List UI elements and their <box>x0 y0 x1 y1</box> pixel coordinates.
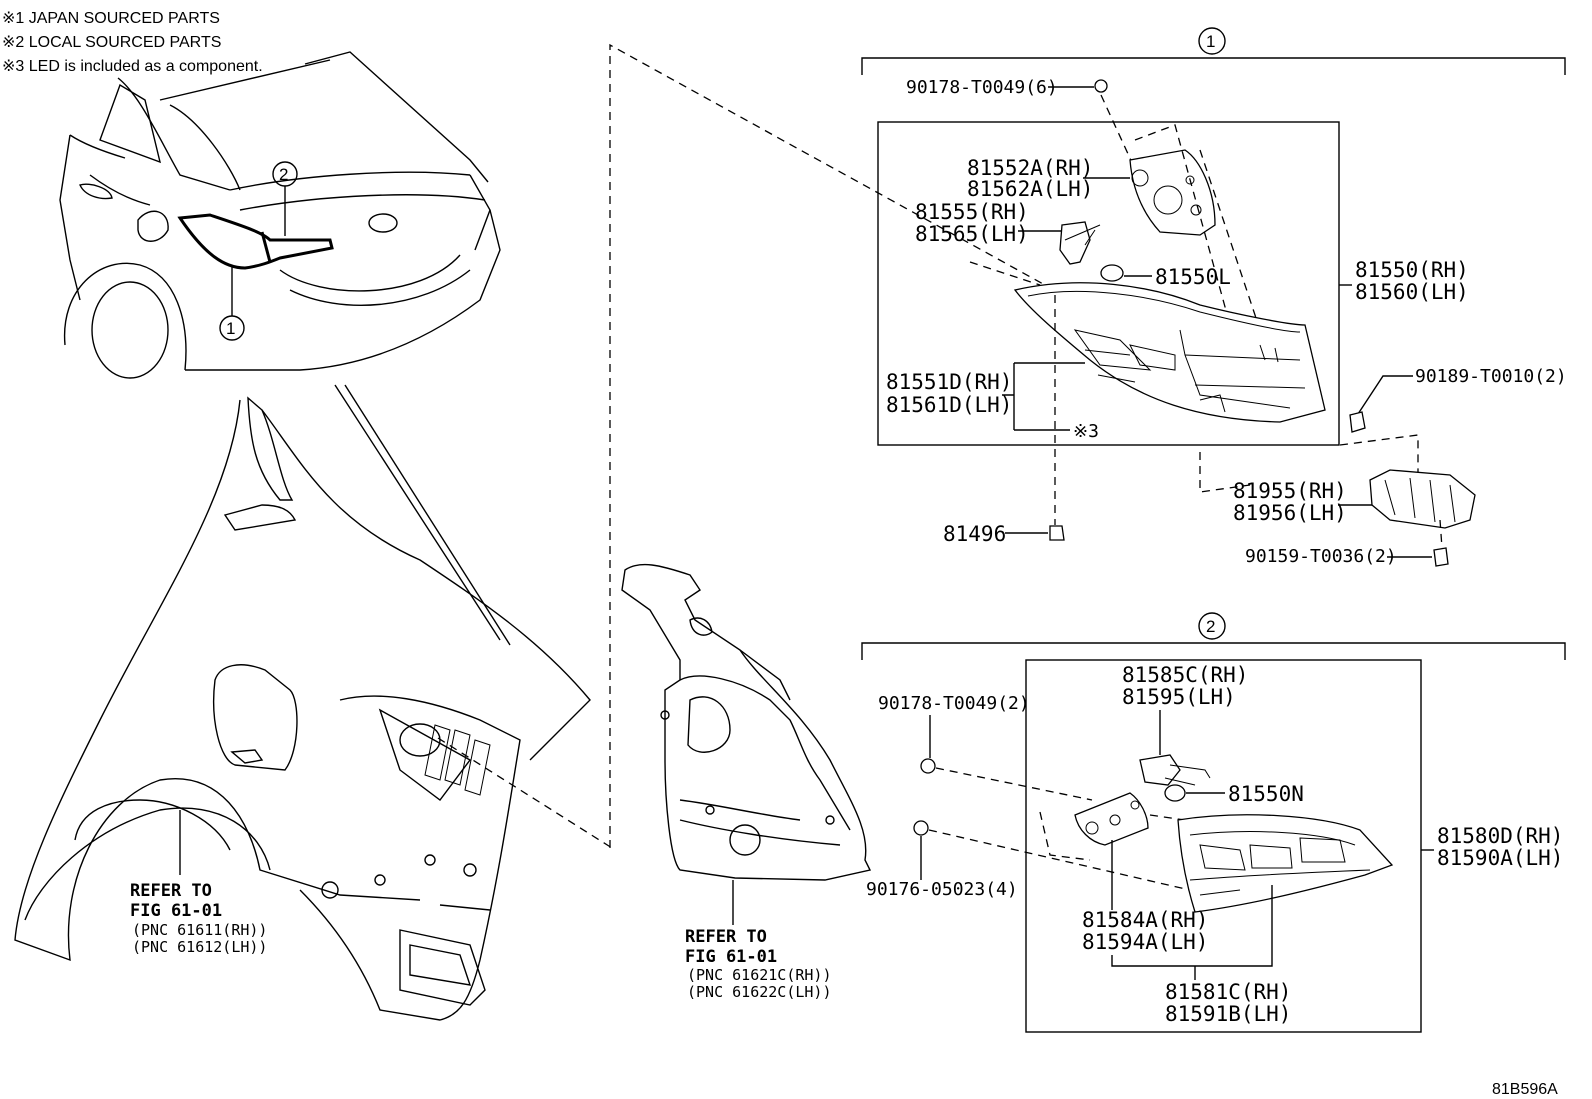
rear-combination-lamp-icon <box>1013 282 1326 423</box>
label-81594a-lh: 81594A(LH) <box>1082 930 1208 954</box>
group-1: 1 90178-T0049(6) 81552A(RH) 81562A(LH) 8… <box>861 27 1567 567</box>
group-2: 2 81585C(RH) 81595(LH) 81550N 90178-T004… <box>861 612 1566 1033</box>
screw-icon <box>1349 411 1366 433</box>
clip-icon <box>1094 79 1108 93</box>
group-1-callout: 1 <box>1206 32 1215 51</box>
inner-panel-illustration <box>621 563 872 881</box>
label-81551d-rh: 81551D(RH) <box>886 370 1012 394</box>
lamp-bracket-icon <box>1369 469 1476 529</box>
refer-left-line2: FIG 61-01 <box>130 901 222 921</box>
back-door-lamp-icon <box>1177 814 1394 913</box>
label-81555-rh: 81555(RH) <box>915 200 1029 224</box>
bulb-icon <box>1100 264 1124 282</box>
label-81562a-lh: 81562A(LH) <box>967 177 1093 201</box>
notes-block: ※1 JAPAN SOURCED PARTS ※2 LOCAL SOURCED … <box>2 10 263 75</box>
label-note3: ※3 <box>1073 421 1099 442</box>
label-81585c-rh: 81585C(RH) <box>1122 663 1248 687</box>
label-81496: 81496 <box>943 522 1006 546</box>
label-81565-lh: 81565(LH) <box>915 222 1029 246</box>
clip-2-icon <box>920 758 936 774</box>
socket-plate-2-icon <box>1074 792 1149 846</box>
bulb-2-icon <box>1164 784 1186 802</box>
group-2-callout: 2 <box>1206 617 1215 636</box>
bolt-icon <box>1433 547 1449 567</box>
label-90176: 90176-05023(4) <box>866 879 1018 900</box>
diagram-id: 81B596A <box>1492 1081 1558 1098</box>
label-81591b-lh: 81591B(LH) <box>1165 1002 1291 1026</box>
label-81561d-lh: 81561D(LH) <box>886 393 1012 417</box>
car-rear-illustration <box>59 51 501 379</box>
quarter-panel-illustration <box>14 384 591 1021</box>
label-81550n: 81550N <box>1228 782 1304 806</box>
label-81580d-rh: 81580D(RH) <box>1437 824 1563 848</box>
note-japan-sourced: ※1 JAPAN SOURCED PARTS <box>2 10 220 27</box>
label-90178-2: 90178-T0049(2) <box>878 693 1030 714</box>
label-81550l: 81550L <box>1155 265 1231 289</box>
note-local-sourced: ※2 LOCAL SOURCED PARTS <box>2 34 221 51</box>
socket-plate-icon <box>1129 149 1216 236</box>
label-81595-lh: 81595(LH) <box>1122 685 1236 709</box>
grommet-icon <box>1049 525 1065 541</box>
refer-mid-line2: FIG 61-01 <box>685 947 777 967</box>
label-81581c-rh: 81581C(RH) <box>1165 980 1291 1004</box>
label-90189: 90189-T0010(2) <box>1415 366 1567 387</box>
refer-left: REFER TO FIG 61-01 (PNC 61611(RH)) (PNC … <box>130 810 267 956</box>
label-81552a-rh: 81552A(RH) <box>967 156 1093 180</box>
label-81955-rh: 81955(RH) <box>1233 479 1347 503</box>
leader-dashed-panel <box>609 43 1046 848</box>
label-81590a-lh: 81590A(LH) <box>1437 846 1563 870</box>
refer-mid-line1: REFER TO <box>685 927 767 947</box>
label-90178-6: 90178-T0049(6) <box>906 77 1058 98</box>
refer-mid-pnc2: (PNC 61622C(LH)) <box>687 983 832 1001</box>
callout-2-car: 2 <box>272 161 298 236</box>
refer-left-pnc2: (PNC 61612(LH)) <box>132 938 267 956</box>
label-81560-lh: 81560(LH) <box>1355 280 1469 304</box>
callout-1-car: 1 <box>219 266 245 341</box>
socket-harness-icon <box>1139 754 1181 786</box>
label-81584a-rh: 81584A(RH) <box>1082 908 1208 932</box>
note-led-component: ※3 LED is included as a component. <box>2 58 263 75</box>
label-81956-lh: 81956(LH) <box>1233 501 1347 525</box>
refer-left-pnc1: (PNC 61611(RH)) <box>132 921 267 939</box>
label-81550-rh: 81550(RH) <box>1355 258 1469 282</box>
refer-mid-pnc1: (PNC 61621C(RH)) <box>687 966 832 984</box>
refer-mid: REFER TO FIG 61-01 (PNC 61621C(RH)) (PNC… <box>685 880 832 1001</box>
svg-text:1: 1 <box>226 319 235 338</box>
svg-text:2: 2 <box>279 165 288 184</box>
refer-left-line1: REFER TO <box>130 881 212 901</box>
socket-wire-icon <box>1059 221 1091 265</box>
label-90159: 90159-T0036(2) <box>1245 546 1397 567</box>
leader-dashed-bolt <box>437 737 613 849</box>
nut-icon <box>913 820 929 836</box>
